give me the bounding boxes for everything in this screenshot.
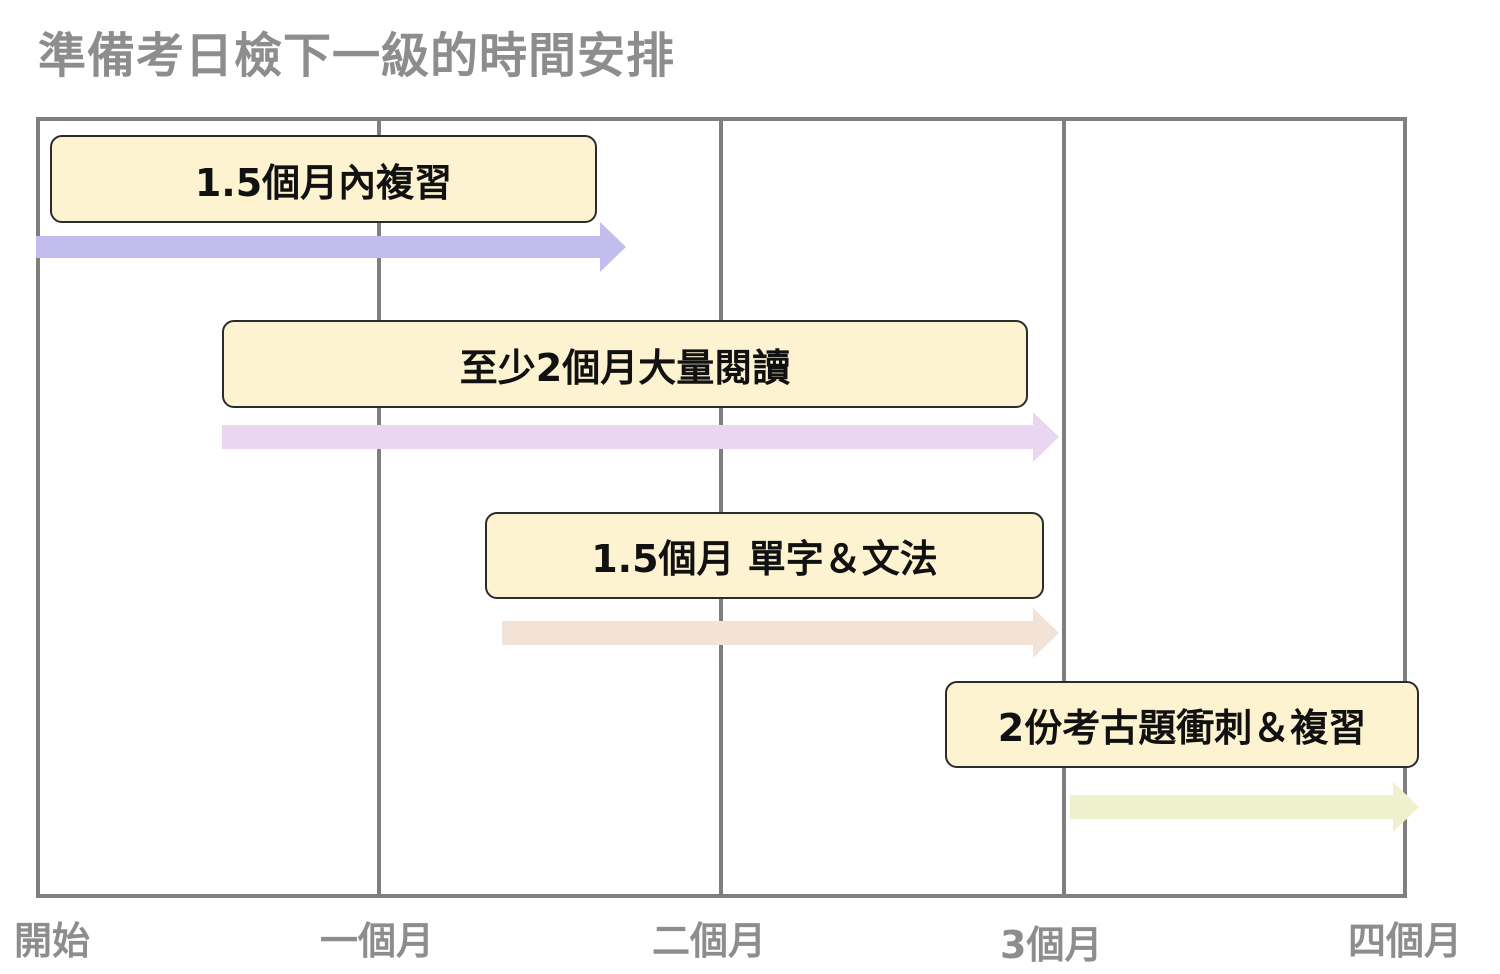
page-title: 準備考日檢下一級的時間安排 bbox=[38, 28, 676, 84]
task-arrow-past-exams bbox=[1070, 782, 1419, 832]
gridline-month-3 bbox=[1062, 117, 1066, 898]
tick-label-month-4: 四個月 bbox=[1348, 919, 1463, 963]
tick-label-month-3: 3個月 bbox=[1000, 923, 1103, 967]
tick-label-start: 開始 bbox=[14, 919, 91, 963]
task-box-review: 1.5個月內複習 bbox=[50, 135, 597, 223]
task-box-reading: 至少2個月大量閱讀 bbox=[222, 320, 1028, 408]
arrow-head bbox=[1033, 412, 1059, 462]
arrow-shaft bbox=[1070, 795, 1393, 819]
task-arrow-reading bbox=[222, 412, 1059, 462]
arrow-head bbox=[1393, 782, 1419, 832]
task-box-past-exams: 2份考古題衝刺＆複習 bbox=[945, 681, 1419, 768]
arrow-head bbox=[600, 222, 626, 272]
arrow-shaft bbox=[502, 621, 1033, 645]
arrow-head bbox=[1033, 608, 1059, 658]
tick-label-month-2: 二個月 bbox=[652, 919, 767, 963]
gridline-month-2 bbox=[719, 117, 723, 898]
gridline-month-1 bbox=[377, 117, 381, 898]
arrow-shaft bbox=[36, 236, 600, 258]
task-arrow-vocab-grammar bbox=[502, 608, 1059, 658]
arrow-shaft bbox=[222, 425, 1033, 449]
task-box-vocab-grammar: 1.5個月 單字＆文法 bbox=[485, 512, 1044, 599]
tick-label-month-1: 一個月 bbox=[320, 919, 435, 963]
task-arrow-review bbox=[36, 222, 626, 272]
